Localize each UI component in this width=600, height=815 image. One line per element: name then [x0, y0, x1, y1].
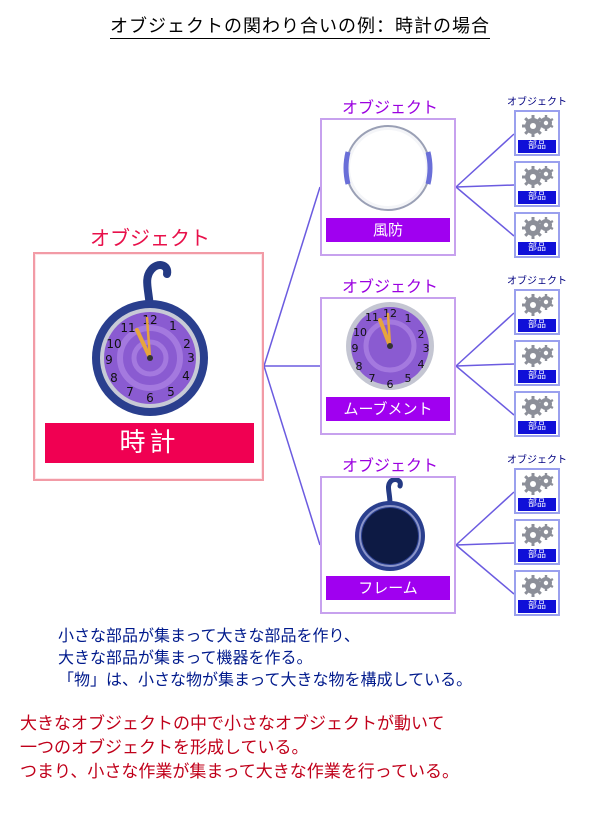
subobject-3-name: フレーム	[326, 576, 450, 600]
parts-group-2-label: オブジェクト	[507, 276, 567, 287]
frame-icon	[355, 478, 425, 571]
part-tag: 部品	[518, 191, 556, 204]
part-tag: 部品	[518, 242, 556, 255]
subobject-2-name: ムーブメント	[326, 397, 450, 421]
svg-text:3: 3	[187, 351, 195, 365]
svg-text:2: 2	[183, 337, 191, 351]
caption-line-1: 小さな部品が集まって大きな部品を作り、	[58, 626, 360, 645]
svg-text:9: 9	[352, 342, 359, 355]
svg-text:11: 11	[365, 311, 379, 324]
svg-text:9: 9	[105, 353, 113, 367]
svg-text:4: 4	[182, 369, 190, 383]
part-box-4: 部品	[514, 289, 560, 335]
summary-note: 大きなオブジェクトの中で小さなオブジェクトが動いて 一つのオブジェクトを形成して…	[20, 712, 590, 784]
gear-icon	[522, 575, 554, 597]
note-line-1: 大きなオブジェクトの中で小さなオブジェクトが動いて	[20, 714, 445, 734]
glass-icon	[343, 125, 433, 211]
part-tag: 部品	[518, 140, 556, 153]
subobject-1-name: 風防	[326, 218, 450, 242]
caption-line-3: 「物」は、小さな物が集まって大きな物を構成している。	[58, 670, 473, 689]
part-box-5: 部品	[514, 340, 560, 386]
svg-text:11: 11	[120, 321, 135, 335]
svg-text:10: 10	[106, 337, 121, 351]
caption: 小さな部品が集まって大きな部品を作り、 大きな部品が集まって機器を作る。 「物」…	[58, 625, 578, 691]
svg-text:1: 1	[169, 319, 177, 333]
part-tag: 部品	[518, 549, 556, 562]
part-box-3: 部品	[514, 212, 560, 258]
part-tag: 部品	[518, 600, 556, 613]
gear-icon	[522, 396, 554, 418]
part-box-2: 部品	[514, 161, 560, 207]
part-box-1: 部品	[514, 110, 560, 156]
parts-group-1-label: オブジェクト	[507, 97, 567, 108]
subobject-1-label: オブジェクト	[341, 98, 438, 117]
svg-text:7: 7	[369, 372, 376, 385]
gear-icon	[522, 345, 554, 367]
note-line-3: つまり、小さな作業が集まって大きな作業を行っている。	[20, 762, 459, 782]
svg-text:6: 6	[387, 378, 394, 391]
svg-text:4: 4	[418, 358, 425, 371]
part-tag: 部品	[518, 421, 556, 434]
note-line-2: 一つのオブジェクトを形成している。	[20, 738, 309, 758]
svg-text:6: 6	[146, 391, 154, 405]
parts-group-3-label: オブジェクト	[507, 455, 567, 466]
gear-icon	[522, 217, 554, 239]
svg-text:12: 12	[383, 307, 397, 320]
svg-text:3: 3	[423, 342, 430, 355]
subobject-3-label: オブジェクト	[341, 456, 438, 475]
part-tag: 部品	[518, 370, 556, 383]
part-box-7: 部品	[514, 468, 560, 514]
main-object-name: 時計	[45, 423, 254, 463]
gear-icon	[522, 524, 554, 546]
svg-text:5: 5	[167, 385, 175, 399]
main-object-label: オブジェクト	[90, 226, 210, 250]
gear-icon	[522, 115, 554, 137]
svg-text:5: 5	[405, 372, 412, 385]
part-tag: 部品	[518, 319, 556, 332]
gear-icon	[522, 473, 554, 495]
svg-text:1: 1	[405, 312, 412, 325]
gear-icon	[522, 294, 554, 316]
svg-text:8: 8	[110, 371, 118, 385]
part-box-9: 部品	[514, 570, 560, 616]
caption-line-2: 大きな部品が集まって機器を作る。	[58, 648, 313, 667]
svg-text:12: 12	[142, 313, 157, 327]
svg-text:2: 2	[418, 328, 425, 341]
part-box-6: 部品	[514, 391, 560, 437]
svg-text:7: 7	[126, 385, 134, 399]
part-tag: 部品	[518, 498, 556, 511]
svg-text:10: 10	[353, 326, 367, 339]
subobject-2-label: オブジェクト	[341, 277, 438, 296]
svg-text:8: 8	[356, 360, 363, 373]
page-title: オブジェクトの関わり合いの例：時計の場合	[110, 16, 490, 39]
part-box-8: 部品	[514, 519, 560, 565]
gear-icon	[522, 166, 554, 188]
